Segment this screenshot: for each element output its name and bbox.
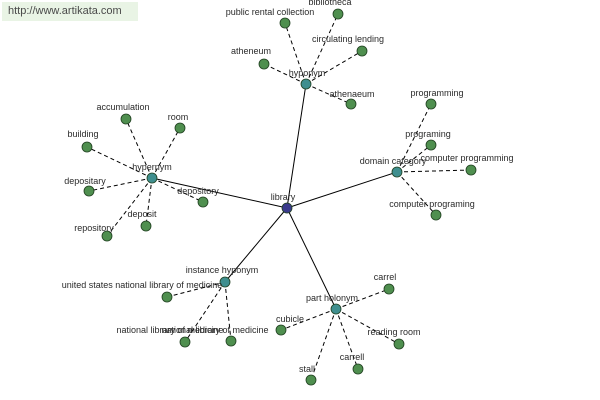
- node-cubicle[interactable]: [275, 324, 287, 336]
- node-reading-room[interactable]: [393, 338, 405, 350]
- node-depository[interactable]: [197, 196, 209, 208]
- label-cubicle: cubicle: [276, 314, 304, 324]
- edge-hypernym-building: [86, 146, 153, 179]
- label-athenaeum: athenaeum: [329, 89, 374, 99]
- label-national-library-of-medicine: national library of medicine: [116, 325, 223, 335]
- edge-part-holonym-cubicle: [280, 308, 337, 331]
- node-layer: [81, 8, 477, 386]
- edge-library-domain-category: [286, 171, 398, 209]
- node-domain-category[interactable]: [391, 166, 403, 178]
- edge-part-holonym-stall: [310, 308, 337, 381]
- edge-instance-hyponym-national-library-of-medicine: [184, 281, 226, 343]
- node-stall[interactable]: [305, 374, 317, 386]
- node-library[interactable]: [281, 202, 293, 214]
- edge-part-holonym-carrell: [335, 308, 359, 370]
- label-national-library-of-medicine: national library of medicine: [161, 325, 268, 335]
- label-building: building: [67, 129, 98, 139]
- edge-library-part-holonym: [286, 207, 337, 310]
- label-deposit: deposit: [127, 209, 157, 219]
- node-instance-hyponym[interactable]: [219, 276, 231, 288]
- node-programming[interactable]: [425, 98, 437, 110]
- edge-domain-category-programing: [396, 144, 432, 173]
- node-bibliotheca[interactable]: [332, 8, 344, 20]
- edge-layer: [86, 13, 472, 381]
- edge-library-hyponym: [286, 83, 307, 209]
- label-library: library: [271, 192, 296, 202]
- label-part-holonym: part holonym: [306, 293, 358, 303]
- label-united-states-national-library-of-medicine: united states national library of medici…: [62, 280, 223, 290]
- label-room: room: [168, 112, 189, 122]
- label-bibliotheca: bibliotheca: [308, 0, 351, 7]
- edge-hypernym-depository: [151, 177, 204, 203]
- label-hypernym: hypernym: [132, 162, 172, 172]
- node-room[interactable]: [174, 122, 186, 134]
- node-national-library-of-medicine[interactable]: [225, 335, 237, 347]
- label-computer-programming: computer programming: [420, 153, 513, 163]
- edge-hyponym-bibliotheca: [305, 13, 339, 85]
- label-repository: repository: [74, 223, 114, 233]
- edge-hypernym-depositary: [88, 177, 153, 192]
- node-deposit[interactable]: [140, 220, 152, 232]
- label-carrell: carrell: [340, 352, 365, 362]
- edge-hyponym-circulating-lending: [305, 50, 363, 85]
- label-instance-hyponym: instance hyponym: [186, 265, 259, 275]
- node-athenaeum[interactable]: [345, 98, 357, 110]
- edge-hypernym-room: [151, 127, 181, 179]
- node-hyponym[interactable]: [300, 78, 312, 90]
- node-depositary[interactable]: [83, 185, 95, 197]
- label-reading-room: reading room: [367, 327, 420, 337]
- label-programming: programming: [410, 88, 463, 98]
- node-national-library-of-medicine[interactable]: [179, 336, 191, 348]
- edge-part-holonym-carrel: [335, 288, 390, 310]
- label-depositary: depositary: [64, 176, 106, 186]
- edge-hypernym-deposit: [145, 177, 153, 227]
- edge-part-holonym-reading-room: [335, 308, 400, 345]
- label-depository: depository: [177, 186, 219, 196]
- node-public-rental-collection[interactable]: [279, 17, 291, 29]
- edge-domain-category-computer-programming: [396, 169, 472, 173]
- edge-instance-hyponym-united-states-national-library-of-medicine: [166, 281, 226, 298]
- node-carrel[interactable]: [383, 283, 395, 295]
- node-programing[interactable]: [425, 139, 437, 151]
- edge-hyponym-atheneum: [263, 63, 307, 85]
- node-computer-programming[interactable]: [465, 164, 477, 176]
- node-computer-programing[interactable]: [430, 209, 442, 221]
- node-repository[interactable]: [101, 230, 113, 242]
- label-public-rental-collection: public rental collection: [226, 7, 315, 17]
- node-atheneum[interactable]: [258, 58, 270, 70]
- node-part-holonym[interactable]: [330, 303, 342, 315]
- node-circulating-lending[interactable]: [356, 45, 368, 57]
- label-carrel: carrel: [374, 272, 397, 282]
- node-carrell[interactable]: [352, 363, 364, 375]
- edge-instance-hyponym-national-library-of-medicine: [224, 281, 232, 342]
- label-computer-programing: computer programing: [389, 199, 475, 209]
- label-stall: stall: [299, 364, 315, 374]
- edge-hypernym-accumulation: [125, 118, 153, 179]
- node-united-states-national-library-of-medicine[interactable]: [161, 291, 173, 303]
- node-hypernym[interactable]: [146, 172, 158, 184]
- watermark-url[interactable]: http://www.artikata.com: [2, 2, 138, 21]
- node-building[interactable]: [81, 141, 93, 153]
- edge-domain-category-computer-programing: [396, 171, 437, 216]
- label-programing: programing: [405, 129, 451, 139]
- label-atheneum: atheneum: [231, 46, 271, 56]
- label-circulating-lending: circulating lending: [312, 34, 384, 44]
- node-accumulation[interactable]: [120, 113, 132, 125]
- edge-hyponym-public-rental-collection: [284, 22, 307, 85]
- label-accumulation: accumulation: [96, 102, 149, 112]
- edge-hypernym-repository: [106, 177, 153, 237]
- label-hyponym: hyponym: [289, 68, 326, 78]
- edge-library-hypernym: [151, 177, 288, 209]
- label-domain-category: domain category: [360, 156, 427, 166]
- edge-library-instance-hyponym: [224, 207, 288, 283]
- edge-hyponym-athenaeum: [305, 83, 352, 105]
- edge-domain-category-programming: [396, 103, 432, 173]
